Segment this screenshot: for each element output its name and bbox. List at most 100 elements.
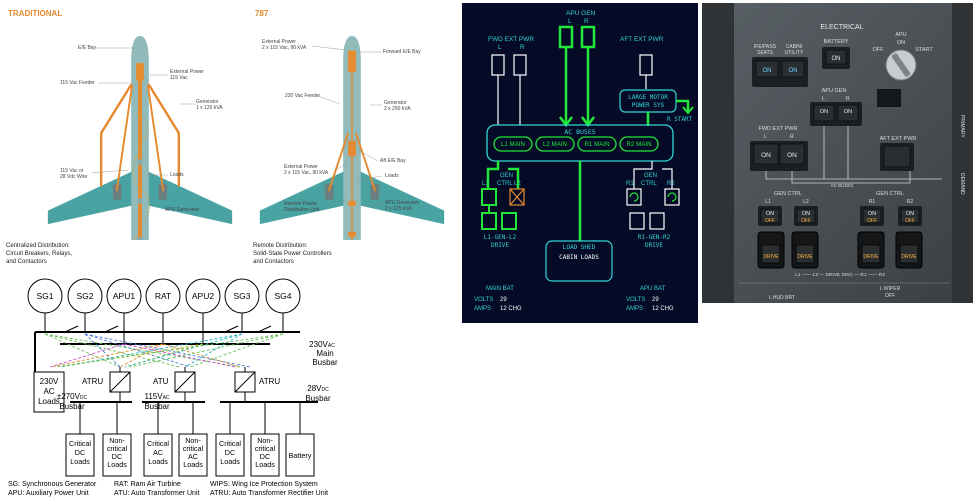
right-drive-box-2 (649, 212, 665, 230)
apu-gen-r-on: ON (844, 109, 852, 115)
legend-atru: ATRU: Auto Transformer Rectifier Unit (210, 490, 328, 497)
gen-ctrl-l1-switch[interactable] (760, 208, 780, 224)
hud-label: L HUD BRT (769, 295, 795, 301)
fwd-ext-panel-r: R (790, 134, 794, 140)
cabin-switch[interactable] (781, 60, 805, 78)
ac-buses-panel-label: AC BUSES (831, 183, 854, 188)
drive-l1-label: DRIVE (763, 254, 779, 260)
fwd-ext-title: FWD EXT PWR (488, 36, 534, 43)
apu-volts-value: 29 (652, 297, 659, 303)
gen-ctrl-l2-on: ON (802, 211, 810, 217)
load-label-battery: Battery (289, 451, 312, 460)
b787-fwd-ee-label: Forward E/E Bay (383, 49, 421, 55)
gen-ctrl-l2-switch[interactable] (796, 208, 816, 224)
left-drive-box-2 (501, 212, 517, 230)
apu-knob-label: APU (895, 32, 906, 38)
main-volts-label: VOLTS (474, 297, 493, 303)
right-r2-cycle-icon (667, 192, 677, 202)
right-gen-r1-box (626, 188, 642, 206)
apu-gen-l: L (568, 18, 572, 25)
battery-switch[interactable] (825, 49, 847, 65)
fwd-ext-l-switch[interactable] (753, 143, 779, 165)
source-label-sg3: SG3 (233, 291, 250, 301)
bus-r1-main (577, 136, 617, 152)
fwd-ext-panel-l: L (764, 134, 767, 140)
cabin-loads-label: CABIN LOADS (559, 254, 599, 261)
trad-feeder-label: 115 Vac Feeder (60, 80, 95, 86)
electrical-synoptic: APU GEN L R FWD EXT PWR L R AFT EXT PWR … (462, 3, 698, 323)
source-label-apu1: APU1 (113, 291, 135, 301)
drive-r1-label: DRIVE (863, 254, 879, 260)
apu-amps-value: 12 CHG (652, 306, 674, 312)
b787-feeder-label: 230 Vac Feeder (285, 93, 321, 99)
left-gen-l2-box (509, 188, 525, 206)
drive-disc-l1-switch[interactable] (761, 244, 781, 264)
ac115-label: 115VAC (144, 392, 169, 401)
gen-ctrl-r2-switch[interactable] (900, 208, 920, 224)
drive-disc-r1-switch[interactable] (861, 244, 881, 264)
main-volts-value: 29 (500, 297, 507, 303)
left-gen-label: GEN (500, 173, 513, 179)
apu-gen-r-switch[interactable] (837, 104, 859, 122)
drive-disc-label: L1 —— L2 — DRIVE DISC — R1 —— R2 (795, 272, 885, 278)
right-r1-cycle-icon (629, 192, 639, 202)
demand-label: DEMAND (959, 173, 965, 195)
b787-aft-ee-label: Aft E/E Bay (380, 158, 406, 164)
legend-wips: WIPS: Wing Ice Protection System (210, 481, 318, 488)
drive-l2-label: DRIVE (797, 254, 813, 260)
panel-l1: L1 (765, 199, 771, 205)
source-label-sg1: SG1 (36, 291, 53, 301)
b787-title: 787 (255, 9, 269, 18)
right-drive-box-1 (629, 212, 645, 230)
primary-label: PRIMARY (959, 115, 965, 138)
source-label-sg4: SG4 (274, 291, 291, 301)
ac-loads-box (33, 371, 65, 413)
fwd-ext-l: L (498, 44, 502, 51)
apu-knob-off: OFF (873, 47, 885, 53)
right-r1-label: R1 (626, 181, 634, 187)
distribution-links (44, 333, 284, 368)
aft-ext-panel-label: AFT EXT PWR (880, 136, 917, 142)
drive-disc-r2-switch[interactable] (899, 244, 919, 264)
aft-ext-switch[interactable] (883, 145, 911, 168)
apu-knob-start: START (915, 47, 933, 53)
apu-gen-l-on: ON (820, 109, 828, 115)
gen-ctrl-left-label: GEN CTRL (774, 191, 802, 197)
apu-gen-l-switch[interactable] (813, 104, 835, 122)
ife-switch[interactable] (755, 60, 779, 78)
apu-amps-label: AMPS (626, 306, 643, 312)
right-gen-label: GEN (644, 173, 657, 179)
dc270-suffix: Busbar (59, 402, 85, 411)
apu-knob-on: ON (897, 40, 905, 46)
atru2-label: ATRU (259, 377, 280, 386)
load-box-noncritical-dc-1 (102, 433, 132, 477)
legend-apu: APU: Auxiliary Power Unit (8, 490, 89, 497)
load-box-battery (285, 433, 315, 477)
battery-on-label: ON (832, 56, 841, 62)
gen-ctrl-r1-on: ON (868, 211, 876, 217)
source-label-rat: RAT (155, 291, 171, 301)
right-gen-r2-box (664, 188, 680, 206)
gen-ctrl-r1-switch[interactable] (862, 208, 882, 224)
traditional-title: TRADITIONAL (8, 9, 62, 18)
drive-disc-l2-switch[interactable] (795, 244, 815, 264)
b787-plane (259, 35, 445, 240)
fwd-ext-panel-label: FWD EXT PWR (758, 126, 797, 132)
gen-ctrl-r2-on: ON (906, 211, 914, 217)
fwd-ext-r-switch[interactable] (779, 143, 805, 165)
ac-buses-label: AC BUSES (564, 128, 595, 136)
fwd-ext-r-on: ON (787, 152, 797, 159)
gen-ctrl-r2-off: OFF (905, 218, 915, 224)
legend-sg: SG: Synchronous Generator (8, 481, 97, 488)
apu-bat-label: APU BAT (640, 286, 666, 292)
